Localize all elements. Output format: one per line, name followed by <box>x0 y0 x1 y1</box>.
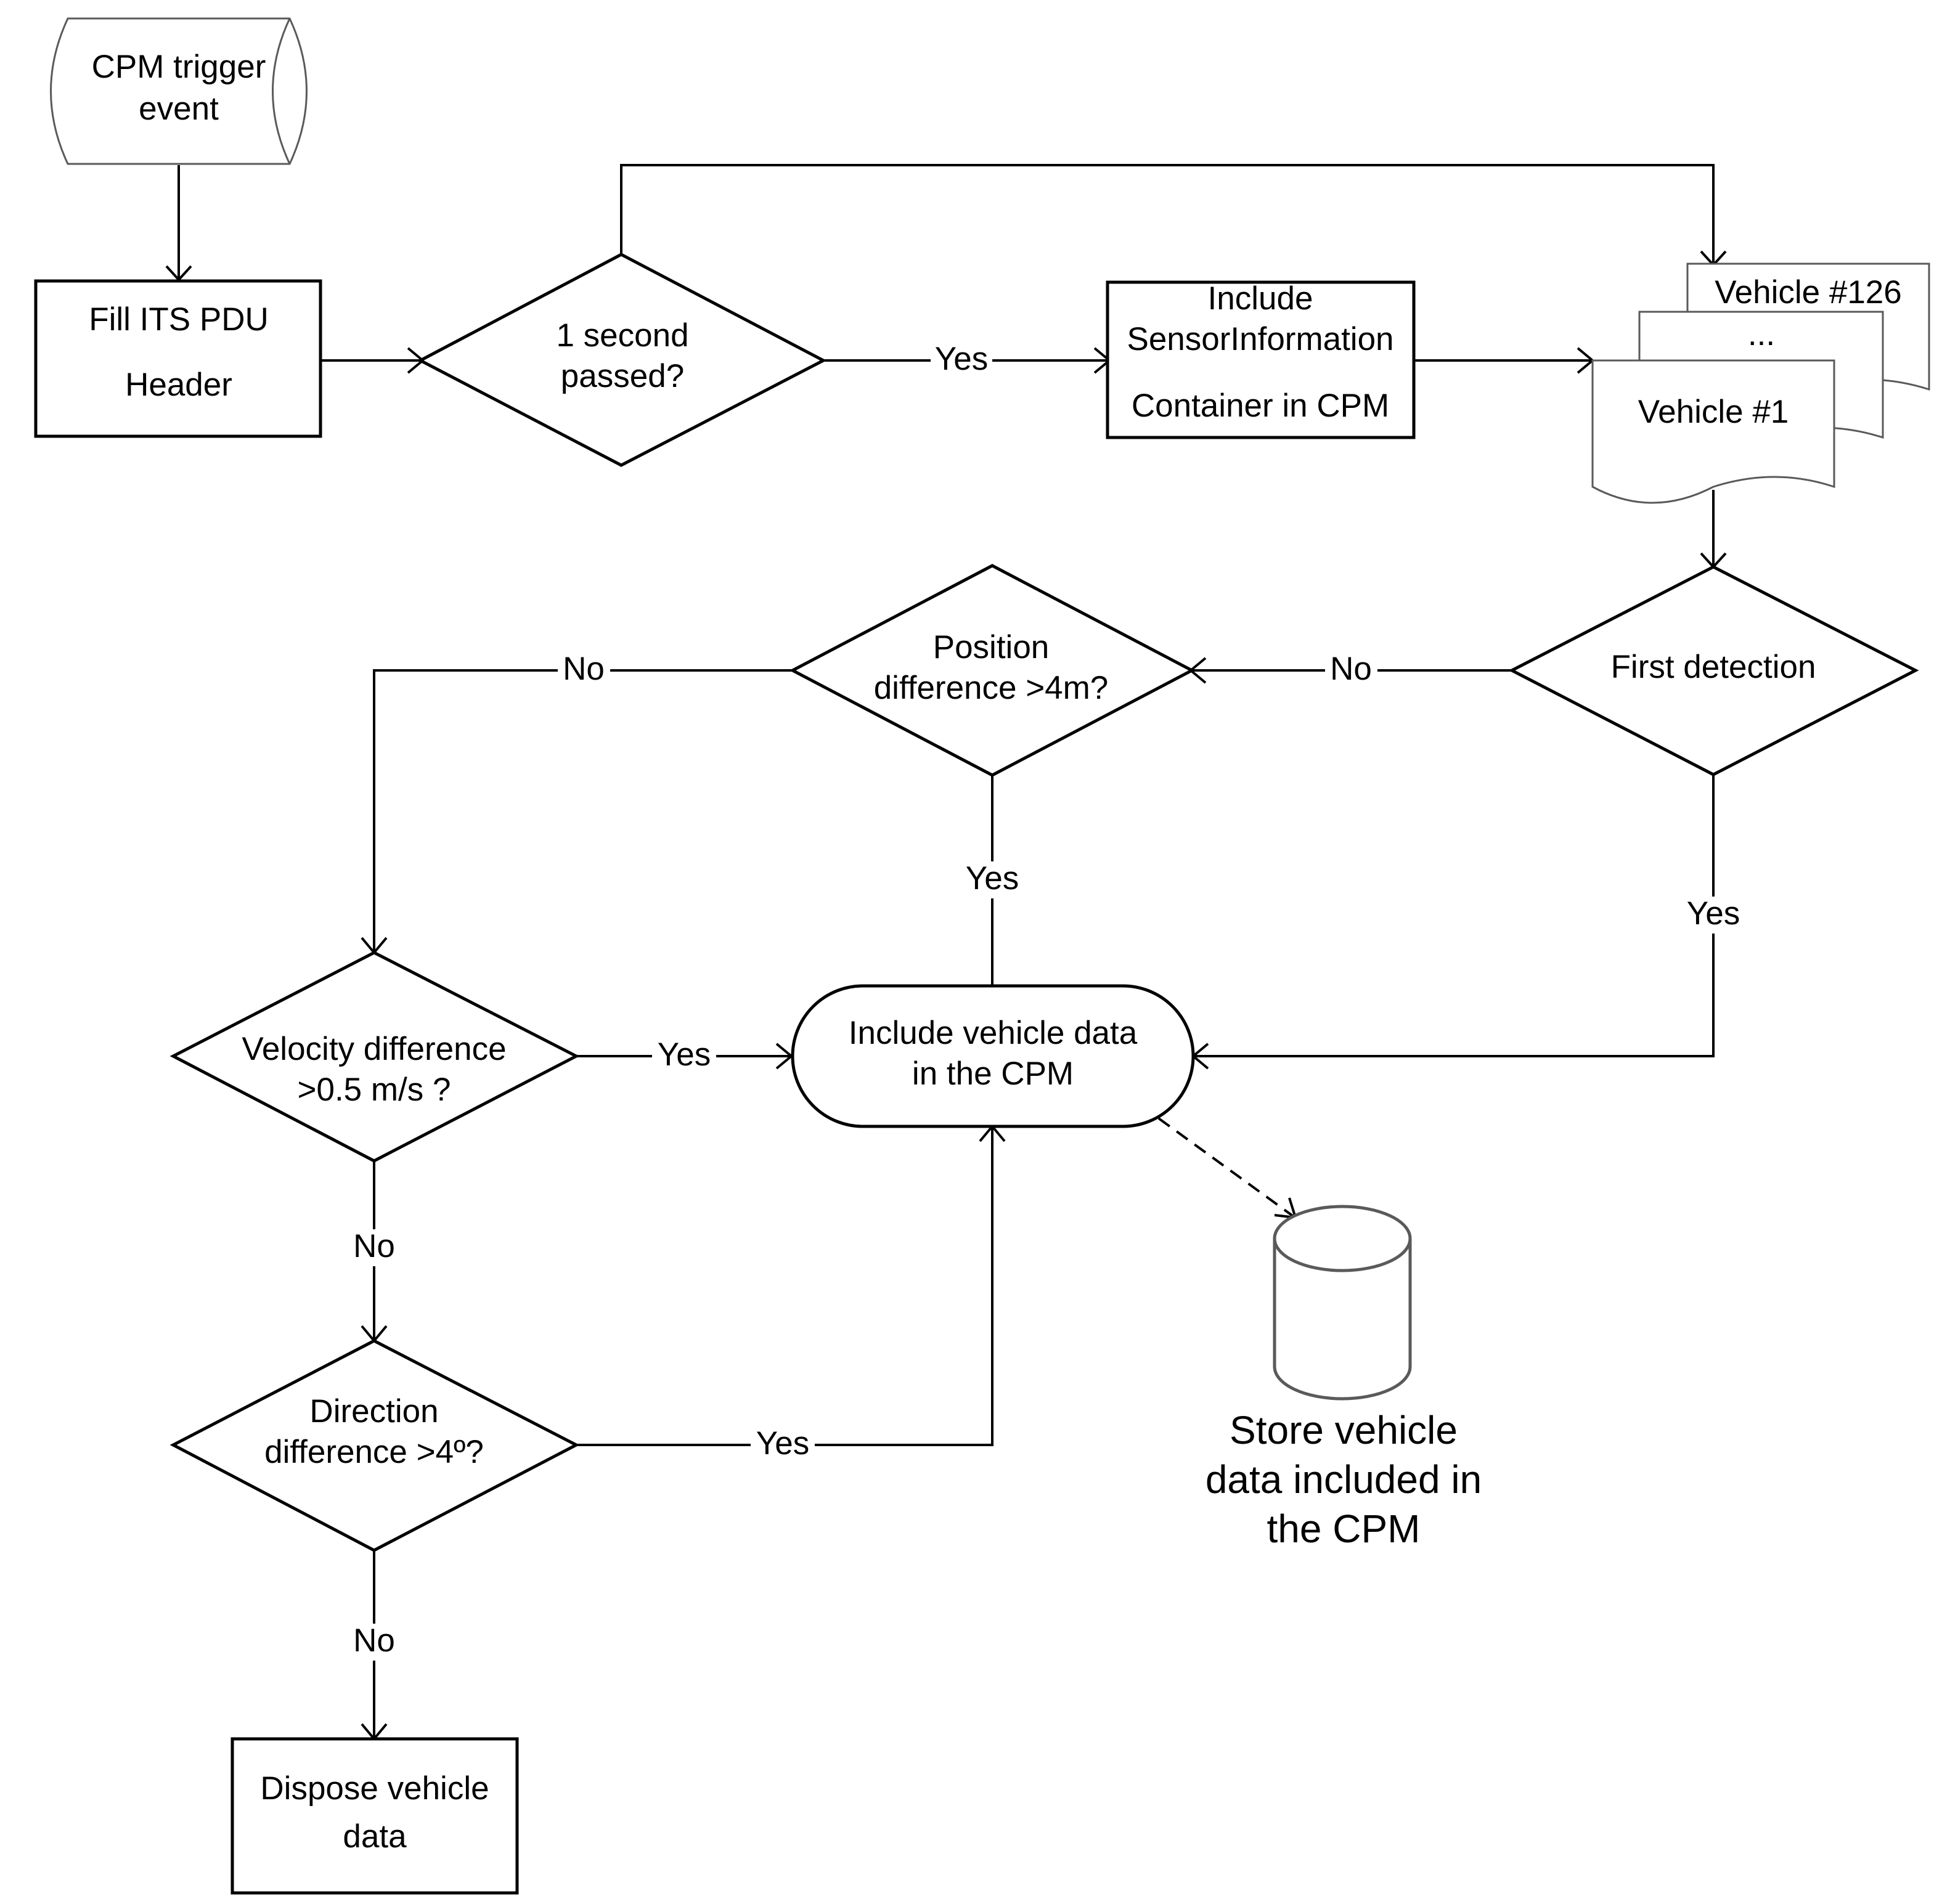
vehicle-126-label: Vehicle #126 <box>1715 274 1902 311</box>
label-one-second-yes: Yes <box>935 341 988 377</box>
node-trigger: CPM trigger event <box>50 17 308 165</box>
label-direction-no: No <box>353 1622 395 1659</box>
store-line-3: the CPM <box>1267 1507 1421 1551</box>
document-vehicle-1 <box>1591 359 1835 504</box>
vehicle-dots-label: ... <box>1748 316 1775 352</box>
velocity-line-2: >0.5 m/s ? <box>298 1072 451 1108</box>
include-vehicle-line-1: Include vehicle data <box>849 1015 1138 1051</box>
velocity-line-1: Velocity difference <box>242 1031 506 1067</box>
first-detection-label: First detection <box>1611 649 1816 685</box>
node-vehicle-list: Vehicle #126 ... Vehicle #1 <box>1591 262 1930 504</box>
label-direction-yes: Yes <box>756 1425 809 1462</box>
label-position-no: No <box>563 651 605 687</box>
node-dispose: Dispose vehicle data <box>231 1737 519 1895</box>
node-fill-header: Fill ITS PDU Header <box>34 279 322 438</box>
label-velocity-yes: Yes <box>658 1036 711 1073</box>
node-direction-decision: Direction difference >4º? <box>169 1339 580 1552</box>
store-line-2: data included in <box>1206 1457 1482 1502</box>
node-include-sensor: Include SensorInformation Container in C… <box>1106 280 1416 439</box>
label-first-detection-no: No <box>1330 651 1372 687</box>
vehicle-1-label: Vehicle #1 <box>1638 394 1789 430</box>
position-line-2: difference >4m? <box>874 670 1109 706</box>
fill-header-line-1: Fill ITS PDU <box>89 301 269 338</box>
label-velocity-no: No <box>353 1228 395 1264</box>
dispose-line-1: Dispose vehicle <box>260 1770 489 1807</box>
node-first-detection: First detection <box>1508 565 1919 776</box>
label-position-yes: Yes <box>966 860 1019 897</box>
dispose-line-2: data <box>343 1818 407 1855</box>
edge-store-dashed <box>1157 1117 1295 1218</box>
store-line-1: Store vehicle <box>1230 1408 1458 1452</box>
fill-header-line-2: Header <box>125 367 232 403</box>
node-one-second-decision: 1 second passed? <box>417 253 827 467</box>
node-include-vehicle: Include vehicle data in the CPM <box>791 984 1195 1128</box>
node-velocity-decision: Velocity difference >0.5 m/s ? <box>169 951 580 1163</box>
one-second-line-2: passed? <box>561 358 684 394</box>
trigger-line-2: event <box>139 91 219 127</box>
edge-no-to-vehicle-list <box>620 164 1715 264</box>
position-line-1: Position <box>933 629 1050 665</box>
label-first-detection-yes: Yes <box>1687 895 1740 932</box>
include-vehicle-line-2: in the CPM <box>912 1056 1074 1092</box>
include-sensor-line-1: Include <box>1208 280 1313 317</box>
edge-first-detection-yes <box>1193 775 1715 1057</box>
include-sensor-line-3: Container in CPM <box>1132 388 1389 424</box>
edge-direction-yes <box>576 1128 993 1446</box>
node-store-database: Store vehicle data included in the CPM <box>1206 1205 1482 1551</box>
trigger-line-1: CPM trigger <box>92 49 266 85</box>
direction-line-1: Direction <box>309 1393 438 1430</box>
include-sensor-line-2: SensorInformation <box>1127 321 1393 357</box>
one-second-line-1: 1 second <box>556 317 688 354</box>
edge-position-no <box>373 669 793 951</box>
edge-labels: Yes No Yes No Yes Yes No Yes No <box>348 341 1745 1661</box>
node-position-decision: Position difference >4m? <box>789 564 1196 777</box>
direction-line-2: difference >4º? <box>264 1434 484 1470</box>
